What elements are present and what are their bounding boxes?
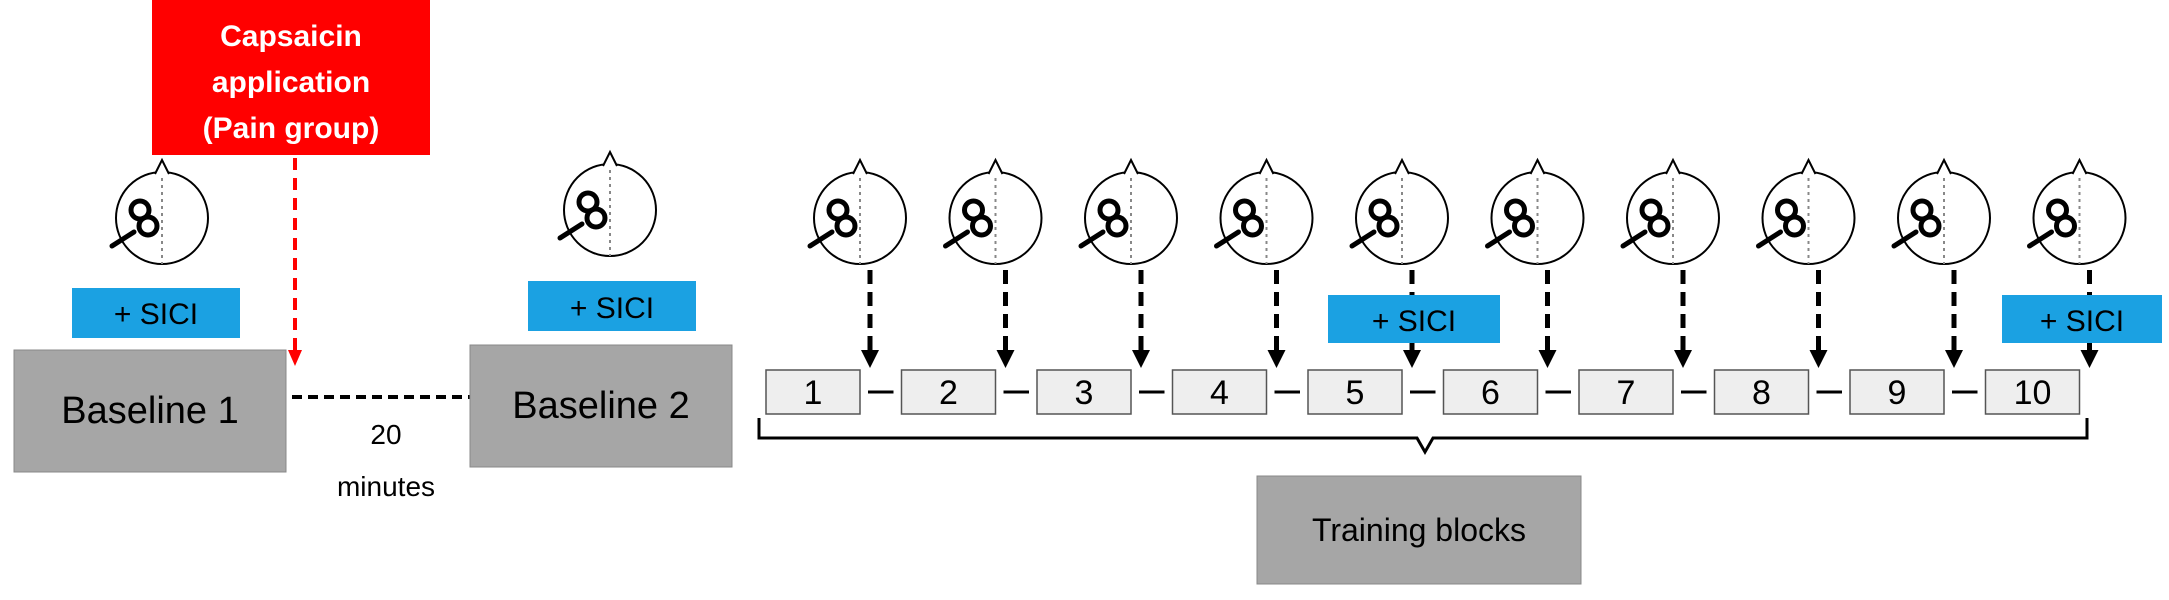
measurement-arrowhead <box>1132 350 1150 368</box>
svg-text:+ SICI: + SICI <box>570 292 654 325</box>
interval-unit: minutes <box>337 471 435 502</box>
training-block-number: 3 <box>1075 374 1094 412</box>
head-block-5-icon <box>1352 160 1448 264</box>
baseline1-label: Baseline 1 <box>61 390 238 432</box>
sici-badge-baseline2: + SICI <box>528 281 696 331</box>
baseline1-box: Baseline 1 <box>13 349 287 473</box>
head-baseline1-icon <box>112 160 208 264</box>
measurement-arrowhead <box>1809 350 1828 368</box>
baseline2-label: Baseline 2 <box>512 385 689 427</box>
training-block-2: 2 <box>900 160 1042 415</box>
measurement-arrowhead <box>1674 350 1692 368</box>
measurement-arrowhead <box>1945 350 1963 368</box>
training-block-1: 1 <box>765 160 906 415</box>
capsaicin-line1: Capsaicin <box>220 20 362 53</box>
training-block-number: 10 <box>2014 374 2052 412</box>
training-block-7: 7 <box>1578 160 1719 415</box>
training-block-box <box>1171 369 1268 415</box>
training-block-number: 5 <box>1346 374 1365 412</box>
head-block-10-icon <box>2030 160 2126 264</box>
head-block-8-icon <box>1759 160 1855 264</box>
baseline2-box: Baseline 2 <box>469 344 733 468</box>
training-block-box <box>1984 369 2081 415</box>
sici-badge-block-10: + SICI <box>2002 295 2162 343</box>
interval-value: 20 <box>370 419 401 450</box>
measurement-arrowhead <box>861 350 879 368</box>
head-block-3-icon <box>1081 160 1177 264</box>
measurement-arrowhead <box>1538 350 1557 368</box>
head-block-6-icon <box>1488 160 1584 264</box>
capsaicin-line2: application <box>212 66 370 99</box>
training-block-8: 8 <box>1713 160 1855 415</box>
training-block-10: 10 + SICI <box>1984 160 2162 415</box>
svg-text:+ SICI: + SICI <box>2040 305 2124 338</box>
capsaicin-application-box: Capsaicin application (Pain group) <box>152 0 430 155</box>
training-block-4: 4 <box>1171 160 1313 415</box>
training-block-box <box>1578 369 1674 415</box>
head-block-4-icon <box>1217 160 1313 264</box>
training-block-9: 9 <box>1849 160 1990 415</box>
training-block-number: 7 <box>1617 374 1636 412</box>
measurement-arrowhead <box>1267 350 1286 368</box>
capsaicin-box-background <box>152 0 430 155</box>
training-block-number: 9 <box>1888 374 1907 412</box>
training-block-box <box>1849 369 1945 415</box>
sici-badge-baseline1: + SICI <box>72 288 240 338</box>
measurement-arrowhead <box>2080 350 2099 368</box>
capsaicin-arrow <box>288 158 302 366</box>
measurement-arrowhead <box>996 350 1015 368</box>
head-block-9-icon <box>1894 160 1990 264</box>
training-block-box <box>1036 369 1132 415</box>
training-block-number: 8 <box>1752 374 1771 412</box>
svg-text:+ SICI: + SICI <box>1372 305 1456 338</box>
training-block-box <box>900 369 997 415</box>
head-block-2-icon <box>946 160 1042 264</box>
training-block-box <box>765 369 861 415</box>
training-block-box <box>1713 369 1810 415</box>
measurement-arrowhead <box>1403 350 1421 368</box>
training-blocks-label: Training blocks <box>1312 512 1526 548</box>
training-block-number: 1 <box>804 374 823 412</box>
training-block-5: 5 + SICI <box>1307 160 1500 415</box>
training-block-3: 3 <box>1036 160 1177 415</box>
training-blocks-label-box: Training blocks <box>1256 475 1582 585</box>
head-block-7-icon <box>1623 160 1719 264</box>
training-block-number: 4 <box>1210 374 1229 412</box>
training-block-number: 2 <box>939 374 958 412</box>
svg-text:+ SICI: + SICI <box>114 298 198 331</box>
sici-badge-block-5: + SICI <box>1328 295 1500 343</box>
head-baseline2-icon <box>560 152 656 256</box>
training-blocks-sequence: 1 2 3 4 5 + SICI 6 7 8 9 10 + SICI <box>765 160 2162 415</box>
training-block-6: 6 <box>1442 160 1584 415</box>
training-block-number: 6 <box>1481 374 1500 412</box>
training-block-box <box>1307 369 1403 415</box>
training-brace <box>757 418 2089 456</box>
training-block-box <box>1442 369 1539 415</box>
head-block-1-icon <box>810 160 906 264</box>
capsaicin-line3: (Pain group) <box>203 112 380 145</box>
